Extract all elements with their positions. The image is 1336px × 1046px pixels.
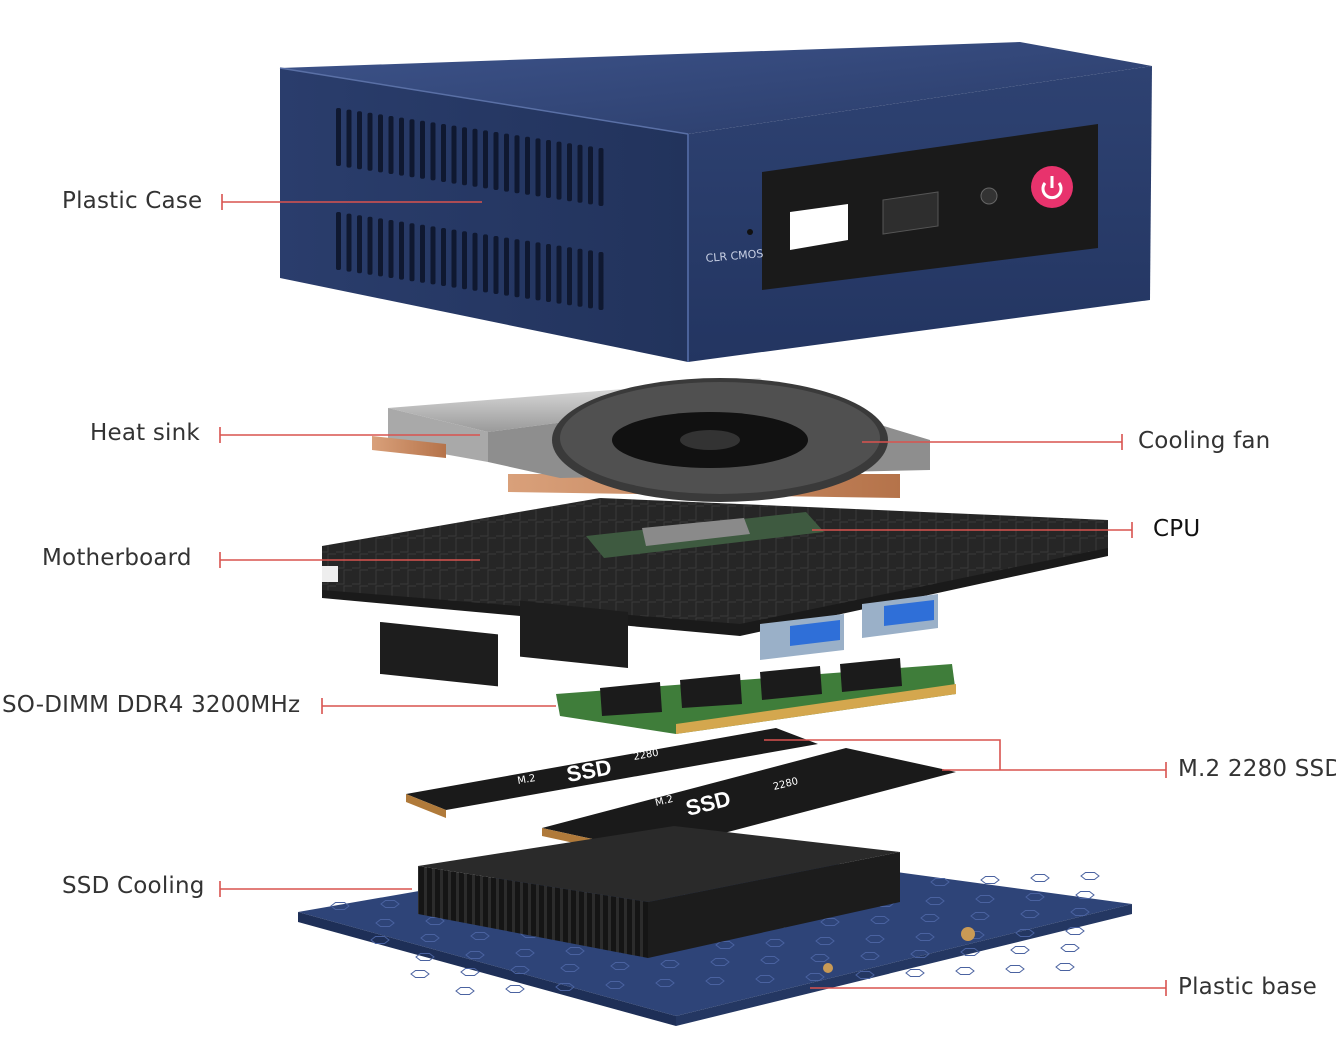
case-vents [336,108,604,310]
usb-c-port-icon [882,191,939,235]
ssd-brand-label: SSD [565,754,614,786]
ssd-form-label: M.2 [654,794,674,809]
plastic-case: CLR CMOS [279,42,1152,362]
label-plastic-base: Plastic base [1178,974,1317,1000]
audio-jack-icon [980,187,998,205]
cooling-fan [552,378,888,502]
label-motherboard: Motherboard [42,545,192,571]
ram-module [556,658,956,734]
label-ssd-cooling: SSD Cooling [62,873,205,899]
label-m2-ssd: M.2 2280 SSD [1178,756,1336,782]
label-cpu: CPU [1153,516,1201,542]
usb-port-icon [790,204,848,250]
label-plastic-case: Plastic Case [62,188,203,214]
clr-cmos-label: CLR CMOS [705,247,764,265]
ssd-form-label: M.2 [517,773,537,787]
ssd-stick-1: M.2 SSD 2280 [406,728,818,818]
motherboard [322,498,1108,687]
ssd-cooling-pad [418,826,900,958]
label-sodimm: SO-DIMM DDR4 3200MHz [2,692,301,718]
power-icon [1041,182,1063,200]
ssd-size-label: 2280 [633,748,660,763]
label-cooling-fan: Cooling fan [1138,428,1271,454]
leader-lines [219,194,1167,996]
ssd-stick-2: M.2 SSD 2280 [542,748,956,860]
label-heat-sink: Heat sink [90,420,200,446]
